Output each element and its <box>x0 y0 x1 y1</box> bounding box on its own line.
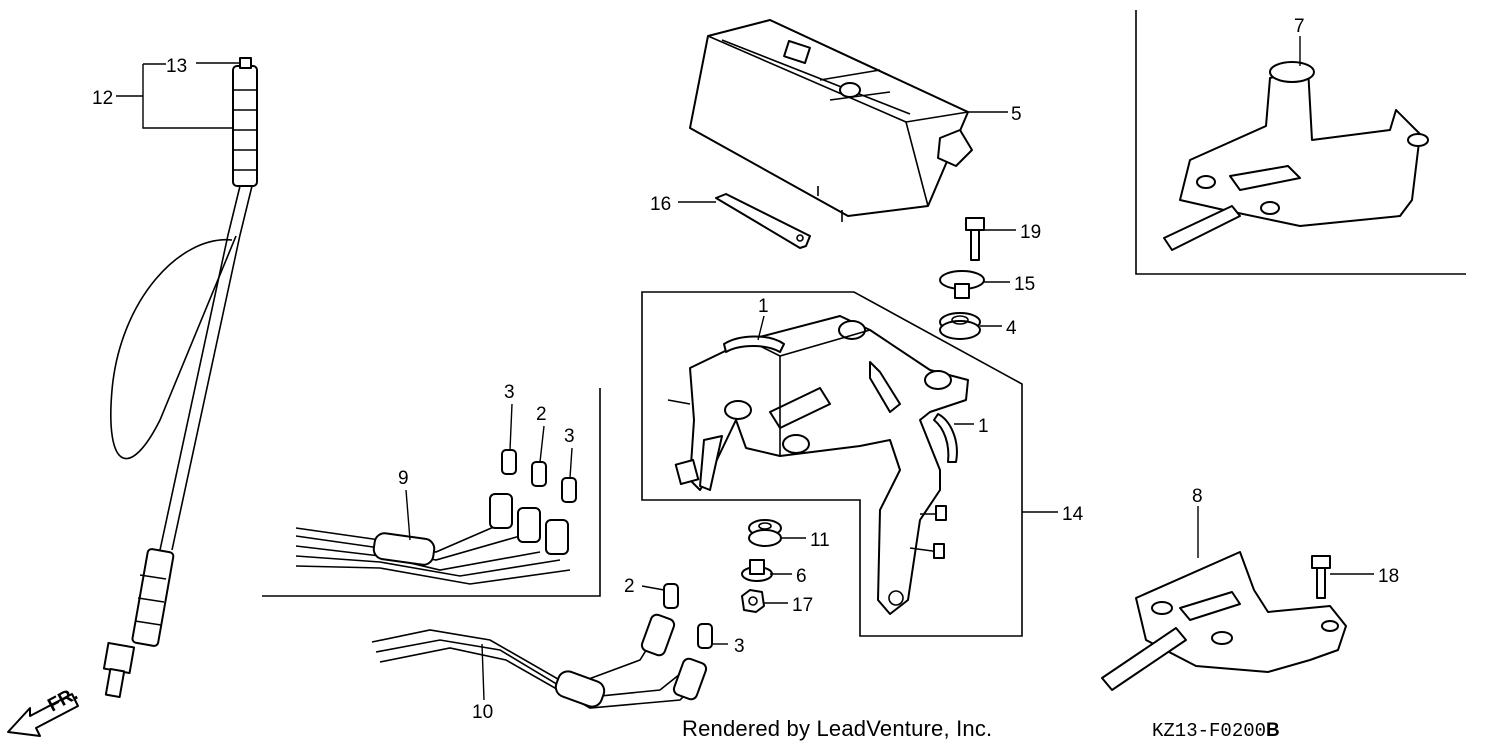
meter-assembly <box>689 19 973 222</box>
meter-wire-harness-9 <box>295 449 577 585</box>
nut-17 <box>741 589 765 613</box>
callout-2-upper: 2 <box>536 404 547 425</box>
bracket-8 <box>1101 551 1347 691</box>
bracket-7-frame <box>1135 10 1466 275</box>
cushion-1-upper <box>723 335 785 353</box>
callout-12: 12 <box>92 88 113 109</box>
collar-6 <box>741 559 773 582</box>
callout-17: 17 <box>792 595 813 616</box>
bulb-2-lower <box>663 583 679 609</box>
speedometer-cable <box>102 57 258 699</box>
render-credit: Rendered by LeadVenture, Inc. <box>682 716 993 741</box>
callout-7: 7 <box>1294 16 1305 37</box>
callout-1-right: 1 <box>978 416 989 437</box>
diagram-code-text: KZ13-F0200 <box>1152 720 1267 742</box>
collar-15 <box>939 270 985 299</box>
grommet-4 <box>939 312 981 340</box>
callout-10: 10 <box>472 702 493 723</box>
diagram-code-suffix: B <box>1266 720 1280 741</box>
callout-5: 5 <box>1011 104 1022 125</box>
front-direction-arrow: FR. <box>7 684 81 737</box>
callout-labels: 13 12 5 16 19 15 4 1 1 14 11 6 17 7 8 18… <box>92 16 1399 723</box>
callout-6: 6 <box>796 566 807 587</box>
bracket-7 <box>1163 61 1429 251</box>
callout-9: 9 <box>398 468 409 489</box>
callout-11: 11 <box>810 530 830 551</box>
bracket-group-frame <box>641 291 1023 637</box>
meter-stay-bracket <box>667 315 969 615</box>
bolt-19 <box>965 217 985 261</box>
callout-3-left: 3 <box>504 382 515 403</box>
leader-lines <box>116 36 1374 701</box>
callout-3-lower: 3 <box>734 636 745 657</box>
bolt-18 <box>1311 555 1331 599</box>
callout-13: 13 <box>166 56 187 77</box>
callout-15: 15 <box>1014 274 1035 295</box>
callout-16: 16 <box>650 194 671 215</box>
bulb-3-lower <box>697 623 713 649</box>
cushion-1-right <box>933 413 958 463</box>
harness-frame <box>262 388 601 597</box>
callout-2-lower: 2 <box>624 576 635 597</box>
diagram-code: KZ13-F0200B <box>1152 720 1280 742</box>
callout-1-upper: 1 <box>758 296 769 317</box>
callout-18: 18 <box>1378 566 1399 587</box>
callout-4: 4 <box>1006 318 1017 339</box>
grommet-11 <box>748 519 782 547</box>
callout-3-right: 3 <box>564 426 575 447</box>
callout-8: 8 <box>1192 486 1203 507</box>
wire-harness-10 <box>371 613 708 709</box>
callout-19: 19 <box>1020 222 1041 243</box>
callout-14: 14 <box>1062 504 1084 525</box>
meter-strap <box>715 193 811 249</box>
